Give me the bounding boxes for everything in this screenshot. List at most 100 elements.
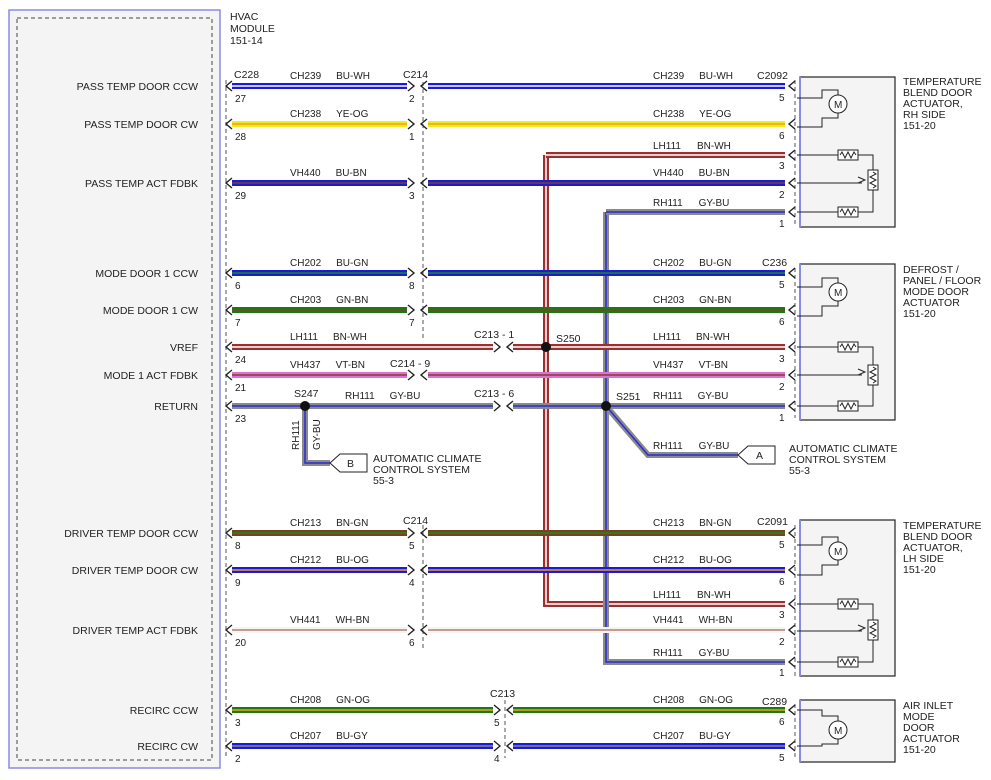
hvac-module-box (8, 9, 221, 769)
component-rh-temp-actuator: M (797, 76, 896, 228)
reference-b-line-2: CONTROL SYSTEM (373, 464, 470, 476)
chevron-mid-b (506, 704, 514, 716)
signal-label: PASS TEMP DOOR CCW (77, 81, 198, 93)
wire-label-right: VH441 WH-BN (653, 615, 732, 626)
chevron-mid-b (420, 304, 428, 316)
chevron-mid-b (420, 624, 428, 636)
pin-mid: 3 (409, 191, 415, 202)
motor-label: M (834, 547, 842, 558)
pin-mid: 4 (409, 578, 415, 589)
chevron-mid-a (493, 341, 501, 353)
connector-c2091: C2091 (757, 516, 788, 528)
chevron-mid-b (506, 400, 514, 412)
connector-c213-1: C213 - 1 (474, 329, 514, 341)
pin-left: 6 (235, 281, 241, 292)
chevron-right (788, 527, 796, 539)
wire-label-left: VH440 BU-BN (290, 168, 367, 179)
wire-label-left: CH207 BU-GY (290, 731, 368, 742)
signal-label: RECIRC CW (137, 741, 198, 753)
chevron-mid-a (407, 369, 415, 381)
signal-label: MODE DOOR 1 CW (103, 305, 198, 317)
chevron-mid-b (420, 267, 428, 279)
chevron-right (788, 624, 796, 636)
pin-mid: 5 (409, 541, 415, 552)
chevron-left (225, 304, 233, 316)
wire-label-right: CH208 GN-OG (653, 695, 733, 706)
wire-label-left: VH437 VT-BN (290, 360, 365, 371)
chevron-mid-a (407, 118, 415, 130)
chevron-left (225, 118, 233, 130)
signal-label: RECIRC CCW (130, 705, 198, 717)
pin-right: 6 (779, 717, 785, 728)
connector-c214-9: C214 - 9 (390, 358, 430, 370)
reference-b-line-3: 55-3 (373, 475, 394, 487)
splice-s247-label: S247 (294, 388, 319, 400)
pin-left: 24 (235, 355, 247, 366)
component-mode-line-3: MODE DOOR (903, 286, 969, 298)
reference-a-line-2: CONTROL SYSTEM (789, 454, 886, 466)
wire-label-left: RH111 GY-BU (345, 391, 420, 402)
pin-right: 2 (779, 190, 785, 201)
branch-chevron-1 (788, 149, 796, 161)
connector-c236: C236 (762, 257, 787, 269)
chevron-left (225, 341, 233, 353)
component-recirc-line-1: AIR INLET (903, 700, 954, 712)
wire-label-right: CH203 GN-BN (653, 295, 731, 306)
signal-label: DRIVER TEMP ACT FDBK (73, 625, 198, 637)
chevron-mid-b (420, 177, 428, 189)
chevron-right (788, 369, 796, 381)
component-lh-temp-actuator: M (797, 519, 896, 677)
chevron-left (225, 267, 233, 279)
pin-left: 29 (235, 191, 247, 202)
chevron-left (225, 704, 233, 716)
signal-label: MODE DOOR 1 CCW (95, 268, 198, 280)
chevron-mid-a (407, 564, 415, 576)
chevron-right (788, 80, 796, 92)
chevron-left (225, 740, 233, 752)
wire-label-left: CH208 GN-OG (290, 695, 370, 706)
connector-c2092: C2092 (757, 70, 788, 82)
chevron-mid-a (407, 177, 415, 189)
component-rh-temp-line-2: BLEND DOOR (903, 87, 973, 99)
pin-mid: 5 (494, 718, 500, 729)
chevron-right (788, 267, 796, 279)
component-lh-temp-line-1: TEMPERATURE (903, 520, 982, 532)
wire-label-left: CH203 GN-BN (290, 295, 368, 306)
pin-right: 2 (779, 382, 785, 393)
pin-left: 9 (235, 578, 241, 589)
component-recirc-line-2: MODE (903, 711, 935, 723)
splice-s250-dot (541, 342, 551, 352)
pin-right: 2 (779, 637, 785, 648)
pin-left: 28 (235, 132, 247, 143)
branch-chevron-4 (788, 656, 796, 668)
pin-mid: 7 (409, 318, 415, 329)
signal-label: DRIVER TEMP DOOR CCW (64, 528, 198, 540)
component-lh-temp-line-2: BLEND DOOR (903, 531, 973, 543)
reference-a-line-3: 55-3 (789, 465, 810, 477)
chevron-right (788, 304, 796, 316)
branch-pin-rh111-rh: 1 (779, 219, 785, 230)
pin-left: 21 (235, 383, 247, 394)
module-title-line-2: MODULE (230, 23, 275, 35)
reference-b-line-1: AUTOMATIC CLIMATE (373, 453, 482, 465)
pin-right: 5 (779, 540, 785, 551)
chevron-left (225, 369, 233, 381)
splice-s251-label: S251 (616, 391, 641, 403)
signal-label: PASS TEMP DOOR CW (84, 119, 198, 131)
chevron-mid-a (493, 740, 501, 752)
wire-label-left: CH239 BU-WH (290, 71, 370, 82)
chevron-mid-b (420, 369, 428, 381)
pin-left: 23 (235, 414, 247, 425)
